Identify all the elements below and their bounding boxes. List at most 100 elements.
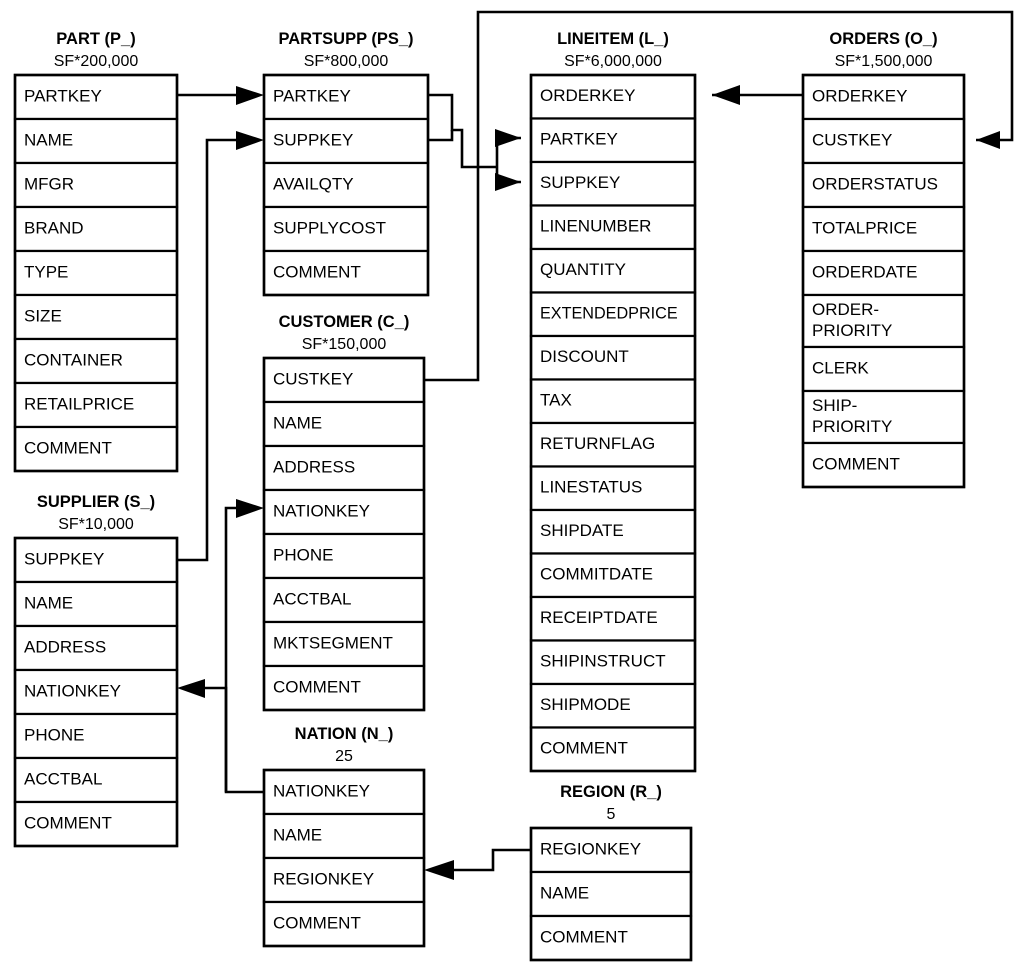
column-label-lineitem-2: SUPPKEY [540,173,620,192]
column-cell-partsupp-4[interactable] [262,249,430,297]
table-title-region: REGION (R_) [560,783,662,801]
column-label-partsupp-1: SUPPKEY [273,130,353,149]
column-cell-supplier-4[interactable] [13,712,179,760]
column-cell-lineitem-8[interactable] [529,421,697,468]
table-customer[interactable]: CUSTOMER (C_)SF*150,000CUSTKEYNAMEADDRES… [262,313,426,712]
column-label-nation-1: NAME [273,825,322,844]
column-label-customer-7: COMMENT [273,677,361,696]
column-label-orders-4: ORDERDATE [812,262,917,281]
arrow-head-nation-regionkey [424,860,454,880]
column-label-lineitem-10: SHIPDATE [540,521,624,540]
column-label-customer-1: NAME [273,413,322,432]
column-cell-customer-4[interactable] [262,532,426,580]
table-partsupp[interactable]: PARTSUPP (PS_)SF*800,000PARTKEYSUPPKEYAV… [262,30,430,297]
column-label-lineitem-12: RECEIPTDATE [540,608,658,627]
column-cell-part-2[interactable] [13,161,179,209]
column-label-lineitem-8: RETURNFLAG [540,434,655,453]
table-lineitem[interactable]: LINEITEM (L_)SF*6,000,000ORDERKEYPARTKEY… [529,30,697,773]
column-cell-lineitem-7[interactable] [529,378,697,425]
column-label-customer-6: MKTSEGMENT [273,633,393,652]
table-nation[interactable]: NATION (N_)25NATIONKEYNAMEREGIONKEYCOMME… [262,725,426,948]
table-orders[interactable]: ORDERS (O_)SF*1,500,000ORDERKEYCUSTKEYOR… [801,30,966,489]
table-supplier[interactable]: SUPPLIER (S_)SF*10,000SUPPKEYNAMEADDRESS… [13,493,179,848]
table-border-orders [801,73,966,489]
column-cell-region-1[interactable] [529,870,693,918]
column-label-part-7: RETAILPRICE [24,394,134,413]
table-title-supplier: SUPPLIER (S_) [37,493,155,511]
column-label-supplier-6: COMMENT [24,813,112,832]
table-cardinality-lineitem: SF*6,000,000 [564,53,662,70]
column-cell-region-0[interactable] [529,826,693,874]
column-cell-orders-3[interactable] [801,205,966,253]
column-cell-supplier-1[interactable] [13,580,179,628]
column-label-supplier-1: NAME [24,593,73,612]
column-label-partsupp-4: COMMENT [273,262,361,281]
arrow-head-partsupp-suppkey [236,131,264,150]
table-cardinality-supplier: SF*10,000 [58,516,134,533]
arrow-head-orders-custkey [976,131,1000,149]
table-cardinality-partsupp: SF*800,000 [304,53,389,70]
column-cell-lineitem-9[interactable] [529,465,697,512]
table-title-customer: CUSTOMER (C_) [279,313,410,331]
column-label-region-1: NAME [540,883,589,902]
relationship-connectors [177,10,1014,880]
table-part[interactable]: PART (P_)SF*200,000PARTKEYNAMEMFGRBRANDT… [13,30,179,473]
column-label-lineitem-9: LINESTATUS [540,478,642,497]
table-title-nation: NATION (N_) [295,725,394,743]
connector-nation-customer [224,499,264,794]
column-cell-orders-2[interactable] [801,161,966,209]
column-cell-supplier-5[interactable] [13,756,179,804]
table-border-region [529,826,693,962]
connector-region-nation [424,848,531,880]
column-label-supplier-4: PHONE [24,725,84,744]
table-border-lineitem [529,73,697,773]
arrow-head-lineitem-partkey [495,129,521,147]
arrow-head-partsupp-partkey [236,86,264,105]
column-cell-customer-7[interactable] [262,664,426,712]
column-cell-part-1[interactable] [13,117,179,165]
column-cell-customer-3[interactable] [262,488,426,536]
column-label-customer-4: PHONE [273,545,333,564]
column-label-supplier-0: SUPPKEY [24,549,104,568]
column-label-region-0: REGIONKEY [540,839,641,858]
connector-supplier-partsupp [177,131,264,562]
table-title-partsupp: PARTSUPP (PS_) [278,30,413,48]
column-label-supplier-3: NATIONKEY [24,681,121,700]
column-label-lineitem-15: COMMENT [540,739,628,758]
table-cardinality-orders: SF*1,500,000 [835,53,933,70]
column-label-part-2: MFGR [24,174,74,193]
column-cell-nation-1[interactable] [262,812,426,860]
column-cell-part-7[interactable] [13,381,179,429]
column-label-lineitem-14: SHIPMODE [540,695,631,714]
table-title-lineitem: LINEITEM (L_) [557,30,669,48]
table-border-supplier [13,536,179,848]
column-cell-lineitem-4[interactable] [529,247,697,294]
arrow-head-customer-nationkey [236,499,264,518]
column-label-lineitem-3: LINENUMBER [540,217,651,236]
column-label-part-5: SIZE [24,306,62,325]
column-label-part-0: PARTKEY [24,86,102,105]
column-cell-customer-1[interactable] [262,400,426,448]
column-label-orders-5: ORDER-PRIORITY [812,300,892,340]
arrow-head-lineitem-suppkey [495,173,521,191]
column-label-orders-0: ORDERKEY [812,86,907,105]
column-label-customer-0: CUSTKEY [273,369,353,388]
column-cell-customer-6[interactable] [262,620,426,668]
table-cardinality-customer: SF*150,000 [302,336,387,353]
table-cardinality-part: SF*200,000 [54,53,139,70]
arrow-head-lineitem-orderkey [712,85,740,105]
column-label-lineitem-0: ORDERKEY [540,86,635,105]
column-label-partsupp-0: PARTKEY [273,86,351,105]
connector-orders-lineitem [712,85,803,105]
column-label-lineitem-4: QUANTITY [540,260,626,279]
column-label-customer-5: ACCTBAL [273,589,351,608]
column-label-lineitem-13: SHIPINSTRUCT [540,652,666,671]
column-label-lineitem-11: COMMITDATE [540,565,653,584]
column-label-part-1: NAME [24,130,73,149]
table-cardinality-region: 5 [607,806,616,823]
column-cell-nation-3[interactable] [262,900,426,948]
column-cell-lineitem-10[interactable] [529,508,697,555]
connector-partsupp-lineitem [428,93,521,191]
column-label-orders-2: ORDERSTATUS [812,174,938,193]
